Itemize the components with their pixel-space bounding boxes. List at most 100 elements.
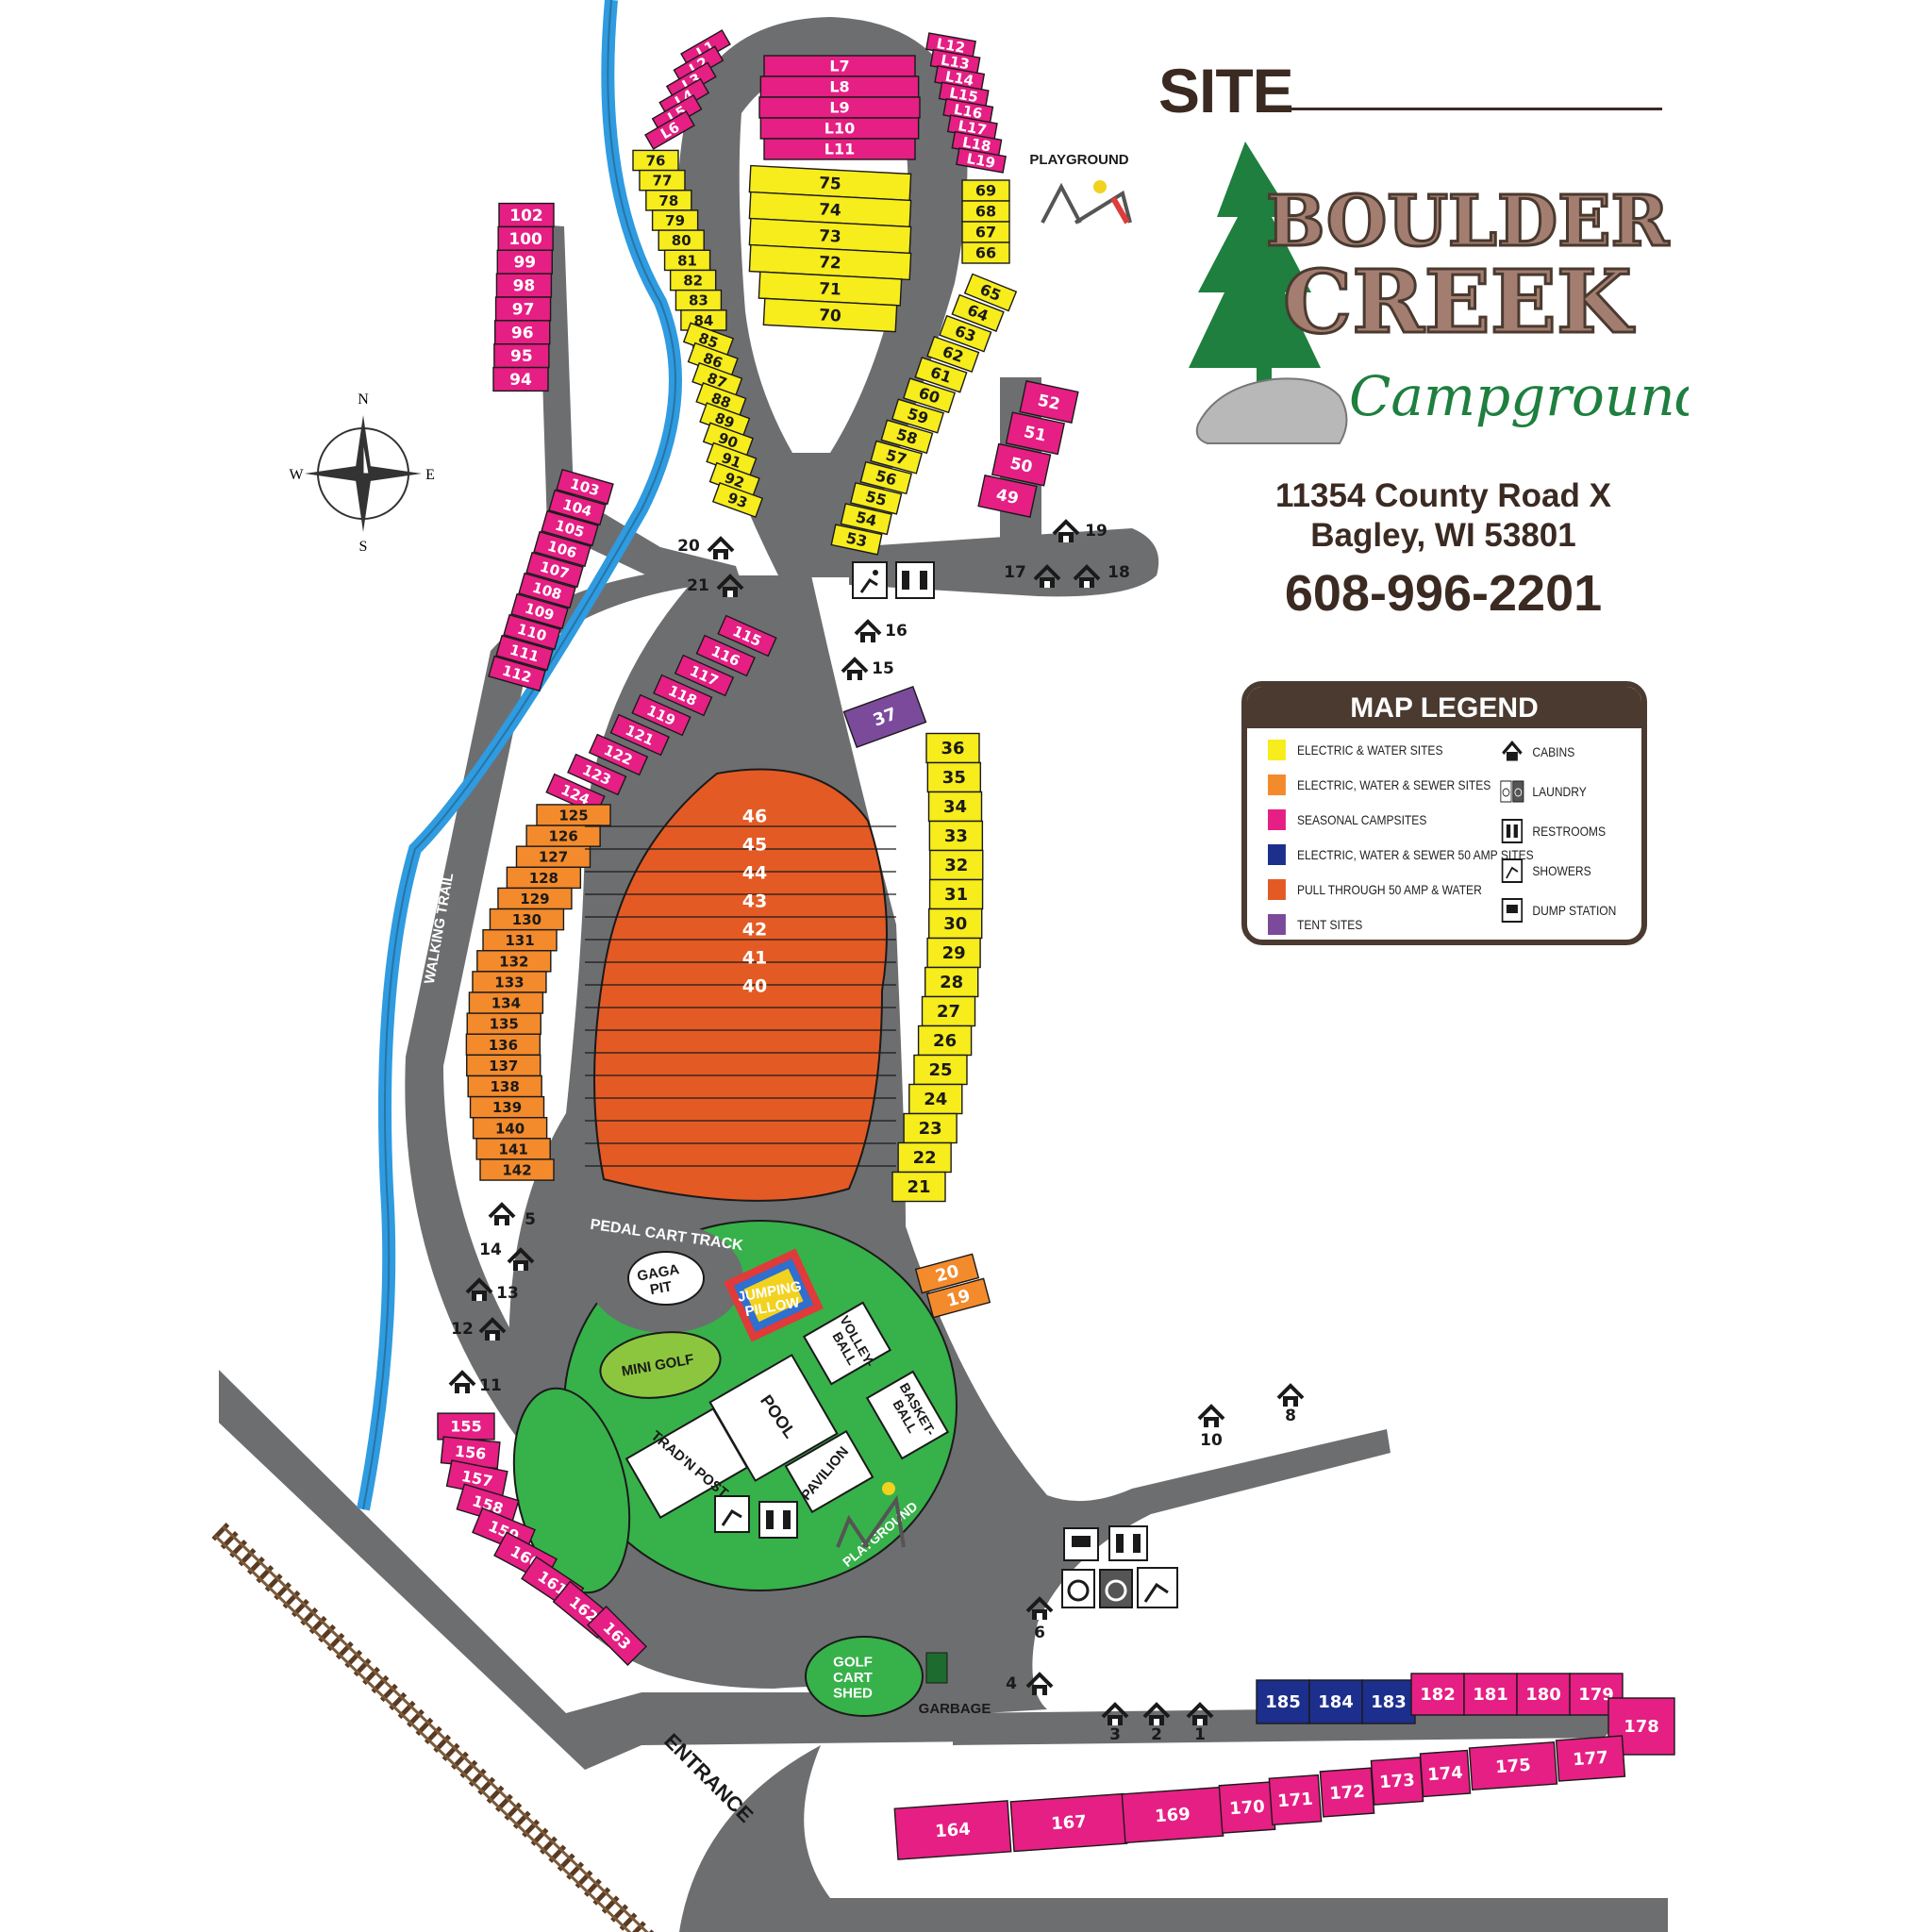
- campsite-42[interactable]: 42: [742, 920, 767, 941]
- campsite-82[interactable]: 82: [669, 269, 717, 291]
- campsite-79[interactable]: 79: [651, 209, 699, 231]
- campsite-132[interactable]: 132: [476, 950, 552, 973]
- campsite-L7[interactable]: L7: [763, 55, 916, 77]
- campsite-185[interactable]: 185: [1256, 1679, 1310, 1724]
- campsite-73[interactable]: 73: [748, 217, 912, 255]
- campsite-59[interactable]: 59: [891, 398, 944, 434]
- cabin-21[interactable]: 21: [687, 575, 744, 599]
- campsite-49[interactable]: 49: [977, 475, 1038, 518]
- campsite-61[interactable]: 61: [914, 357, 968, 393]
- campsite-52[interactable]: 52: [1019, 380, 1079, 424]
- cabin-4[interactable]: 4: [1006, 1673, 1054, 1697]
- campsite-81[interactable]: 81: [663, 249, 711, 272]
- campsite-57[interactable]: 57: [870, 440, 923, 475]
- campsite-128[interactable]: 128: [506, 866, 582, 890]
- campsite-30[interactable]: 30: [928, 908, 983, 940]
- campsite-66[interactable]: 66: [961, 242, 1010, 264]
- campsite-62[interactable]: 62: [926, 335, 980, 374]
- campsite-95[interactable]: 95: [493, 343, 550, 369]
- campsite-20[interactable]: 20: [914, 1253, 980, 1294]
- cabin-8[interactable]: 8: [1276, 1384, 1305, 1425]
- campsite-60[interactable]: 60: [903, 377, 957, 414]
- campsite-L9[interactable]: L9: [758, 96, 921, 119]
- campsite-140[interactable]: 140: [472, 1117, 548, 1140]
- campsite-21[interactable]: 21: [891, 1171, 946, 1203]
- campsite-182[interactable]: 182: [1410, 1673, 1465, 1716]
- campsite-157[interactable]: 157: [445, 1459, 508, 1498]
- campsite-180[interactable]: 180: [1516, 1673, 1571, 1716]
- campsite-130[interactable]: 130: [489, 908, 565, 931]
- campsite-34[interactable]: 34: [927, 791, 983, 823]
- campsite-172[interactable]: 172: [1319, 1767, 1375, 1818]
- cabin-20[interactable]: 20: [677, 537, 735, 561]
- campsite-142[interactable]: 142: [479, 1158, 555, 1181]
- campsite-134[interactable]: 134: [468, 991, 544, 1014]
- campsite-103[interactable]: 103: [556, 468, 614, 506]
- campsite-L10[interactable]: L10: [759, 117, 920, 140]
- campsite-43[interactable]: 43: [742, 891, 767, 912]
- cabin-17[interactable]: 17: [1004, 563, 1061, 590]
- campsite-L11[interactable]: L11: [763, 138, 916, 160]
- campsite-93[interactable]: 93: [711, 481, 764, 519]
- campsite-107[interactable]: 107: [525, 551, 584, 589]
- campsite-175[interactable]: 175: [1468, 1740, 1558, 1791]
- campsite-155[interactable]: 155: [437, 1412, 495, 1441]
- campsite-33[interactable]: 33: [928, 820, 984, 852]
- campsite-136[interactable]: 136: [465, 1033, 541, 1057]
- campsite-26[interactable]: 26: [917, 1024, 973, 1057]
- campsite-35[interactable]: 35: [926, 761, 982, 793]
- cabin-15[interactable]: 15: [841, 658, 894, 682]
- campsite-53[interactable]: 53: [830, 524, 883, 556]
- campsite-106[interactable]: 106: [533, 530, 591, 568]
- cabin-16[interactable]: 16: [854, 620, 908, 644]
- campsite-44[interactable]: 44: [742, 863, 767, 884]
- campsite-127[interactable]: 127: [515, 845, 591, 868]
- campsite-104[interactable]: 104: [548, 489, 607, 526]
- campsite-24[interactable]: 24: [908, 1083, 963, 1115]
- cabin-5[interactable]: 5: [488, 1203, 536, 1229]
- campsite-131[interactable]: 131: [482, 928, 558, 952]
- campsite-169[interactable]: 169: [1121, 1786, 1224, 1844]
- campsite-51[interactable]: 51: [1005, 411, 1066, 456]
- campsite-41[interactable]: 41: [742, 948, 767, 969]
- campsite-46[interactable]: 46: [742, 807, 767, 827]
- campsite-97[interactable]: 97: [494, 296, 552, 322]
- cabin-6[interactable]: 6: [1025, 1597, 1054, 1642]
- cabin-14[interactable]: 14: [479, 1241, 535, 1273]
- campsite-25[interactable]: 25: [913, 1054, 968, 1086]
- campsite-138[interactable]: 138: [467, 1074, 542, 1098]
- campsite-135[interactable]: 135: [466, 1012, 541, 1035]
- campsite-94[interactable]: 94: [492, 366, 549, 392]
- campsite-126[interactable]: 126: [525, 824, 601, 847]
- campsite-177[interactable]: 177: [1555, 1735, 1626, 1782]
- campsite-108[interactable]: 108: [518, 572, 576, 609]
- campsite-78[interactable]: 78: [645, 190, 692, 211]
- campsite-184[interactable]: 184: [1308, 1679, 1363, 1724]
- campsite-65[interactable]: 65: [963, 273, 1018, 312]
- campsite-28[interactable]: 28: [924, 966, 979, 998]
- campsite-167[interactable]: 167: [1009, 1792, 1128, 1853]
- campsite-45[interactable]: 45: [742, 835, 767, 856]
- cabin-12[interactable]: 12: [451, 1318, 507, 1342]
- cabin-19[interactable]: 19: [1052, 520, 1108, 544]
- campsite-50[interactable]: 50: [991, 442, 1052, 487]
- campsite-164[interactable]: 164: [893, 1800, 1012, 1860]
- campsite-80[interactable]: 80: [658, 229, 705, 251]
- campsite-112[interactable]: 112: [488, 655, 546, 692]
- cabin-11[interactable]: 11: [448, 1371, 502, 1395]
- campsite-174[interactable]: 174: [1419, 1749, 1472, 1798]
- campsite-55[interactable]: 55: [849, 481, 903, 515]
- cabin-1[interactable]: 1: [1186, 1703, 1214, 1744]
- campsite-56[interactable]: 56: [859, 460, 913, 495]
- campsite-96[interactable]: 96: [494, 320, 551, 345]
- campsite-89[interactable]: 89: [699, 402, 751, 439]
- campsite-67[interactable]: 67: [961, 221, 1010, 243]
- campsite-77[interactable]: 77: [639, 169, 686, 192]
- campsite-70[interactable]: 70: [762, 297, 898, 333]
- cabin-18[interactable]: 18: [1073, 563, 1130, 590]
- campsite-139[interactable]: 139: [469, 1095, 545, 1119]
- cabin-13[interactable]: 13: [465, 1278, 519, 1303]
- campsite-141[interactable]: 141: [475, 1138, 551, 1160]
- campsite-74[interactable]: 74: [748, 191, 912, 228]
- campsite-68[interactable]: 68: [961, 200, 1010, 223]
